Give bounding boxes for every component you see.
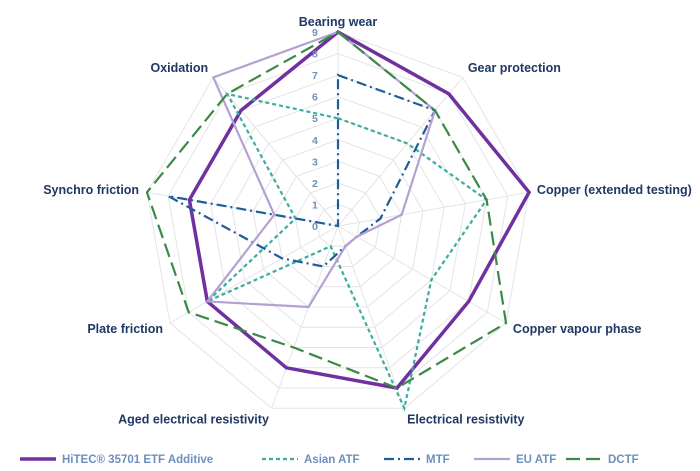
grid-ring <box>167 53 509 389</box>
grid-spoke <box>271 225 339 409</box>
tick-label: 0 <box>312 221 318 233</box>
series-line-2 <box>206 92 489 412</box>
tick-label: 5 <box>312 113 318 125</box>
series-line-5 <box>145 30 508 390</box>
tick-label: 3 <box>312 156 318 168</box>
axis-label: Gear protection <box>468 61 561 75</box>
grid-ring <box>316 203 360 247</box>
axis-label: Plate friction <box>87 322 163 336</box>
legend-label-4: EU ATF <box>516 454 556 466</box>
series-line-1 <box>187 29 532 390</box>
radar-tick-labels: 0 1 2 3 4 5 6 7 8 9 <box>312 27 318 233</box>
series-line-3 <box>167 73 437 268</box>
grid-spoke <box>169 225 339 324</box>
grid-ring <box>146 31 530 409</box>
legend-label-2: Asian ATF <box>304 454 360 466</box>
tick-label: 1 <box>312 199 318 211</box>
grid-spoke <box>212 77 339 227</box>
axis-label: Copper vapour phase <box>513 322 642 336</box>
axis-label: Bearing wear <box>299 15 378 29</box>
grid-ring <box>273 160 403 288</box>
grid-ring <box>210 96 466 349</box>
tick-label: 8 <box>312 49 318 61</box>
tick-label: 6 <box>312 92 318 104</box>
tick-label: 9 <box>312 27 318 39</box>
radar-series <box>145 29 532 412</box>
axis-label: Copper (extended testing) <box>537 183 692 197</box>
series-line-4 <box>205 30 437 309</box>
tick-label: 2 <box>312 178 318 190</box>
legend-label-1: HiTEC® 35701 ETF Additive <box>62 454 213 466</box>
axis-label: Synchro friction <box>43 183 139 197</box>
grid-spoke <box>337 225 405 409</box>
grid-spoke <box>337 77 464 227</box>
axis-label: Aged electrical resistivity <box>118 413 269 427</box>
axis-label: Electrical resistivity <box>407 413 524 427</box>
radar-grid <box>146 31 530 409</box>
grid-spoke <box>337 191 530 227</box>
axis-label: Oxidation <box>151 61 209 75</box>
tick-label: 4 <box>312 135 318 147</box>
grid-ring <box>295 182 381 268</box>
chart-legend: HiTEC® 35701 ETF Additive Asian ATF MTF EU … <box>20 454 639 466</box>
grid-ring <box>231 117 445 328</box>
grid-spoke <box>337 225 507 324</box>
grid-ring <box>252 139 424 308</box>
tick-label: 7 <box>312 70 318 82</box>
legend-label-5: DCTF <box>608 454 639 466</box>
legend-label-3: MTF <box>426 454 450 466</box>
